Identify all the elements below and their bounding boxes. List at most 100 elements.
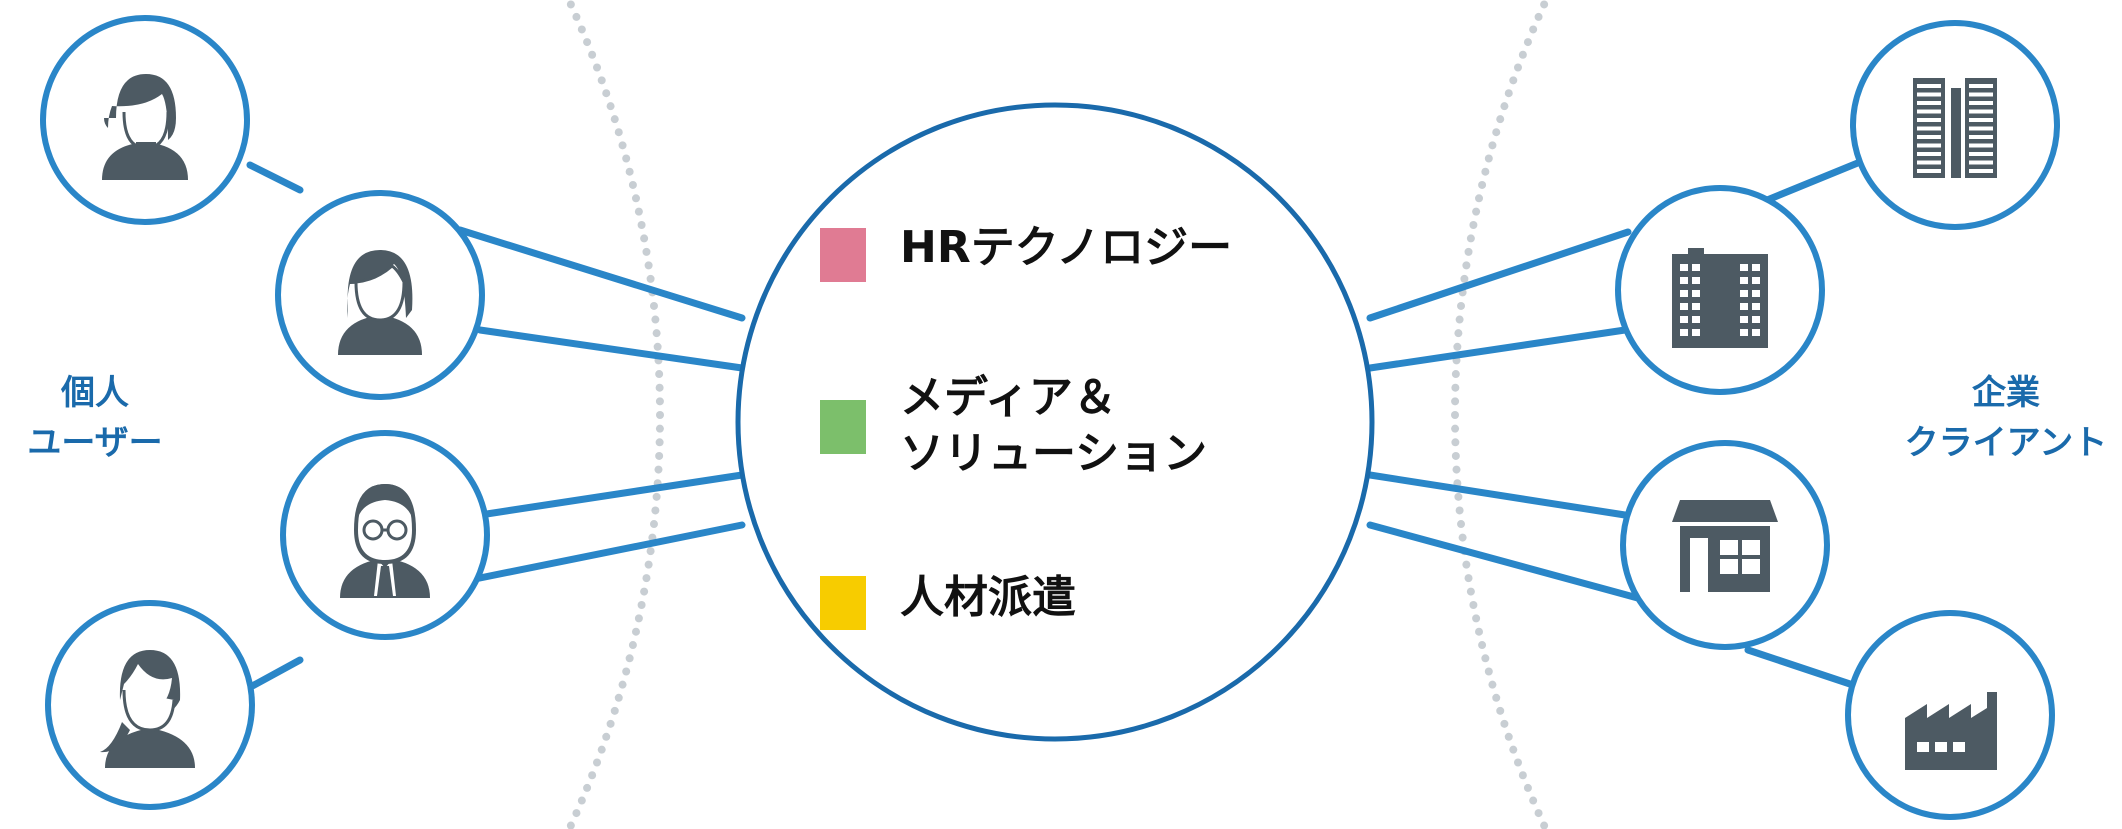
user-node bbox=[280, 430, 490, 640]
arc-dot bbox=[1452, 465, 1461, 474]
arc-dot bbox=[1451, 370, 1460, 379]
arc-dot bbox=[628, 641, 637, 650]
right-dotted-arc bbox=[1451, 0, 1549, 829]
window bbox=[1740, 290, 1748, 297]
arc-dot bbox=[655, 383, 664, 392]
window bbox=[1969, 126, 1993, 131]
window bbox=[1740, 329, 1748, 336]
arc-dot bbox=[1454, 492, 1463, 501]
arc-dot bbox=[1481, 654, 1490, 663]
man-glasses-tie-icon bbox=[340, 483, 430, 598]
connector-line bbox=[466, 521, 746, 584]
window bbox=[1680, 290, 1688, 297]
connector-line bbox=[1366, 471, 1629, 519]
arc-dot bbox=[652, 492, 661, 501]
arc-dot bbox=[1466, 587, 1475, 596]
connector-line bbox=[476, 471, 746, 519]
arc-dot bbox=[610, 115, 619, 124]
window bbox=[1692, 329, 1700, 336]
arc-dot bbox=[1472, 207, 1481, 216]
connector-lines bbox=[241, 156, 1872, 694]
window bbox=[1969, 152, 1993, 156]
window bbox=[1752, 290, 1760, 297]
window bbox=[1740, 316, 1748, 323]
connector-line bbox=[1751, 156, 1869, 209]
arc-dot bbox=[625, 167, 634, 176]
arc-dot bbox=[644, 560, 653, 569]
window bbox=[1680, 277, 1688, 284]
window bbox=[1917, 84, 1941, 88]
arc-dot bbox=[1488, 141, 1497, 150]
arc-dot bbox=[1451, 397, 1460, 406]
window bbox=[1917, 109, 1941, 114]
arc-dot bbox=[649, 520, 658, 529]
arc-dot bbox=[625, 654, 634, 663]
arc-dot bbox=[618, 141, 627, 150]
window bbox=[1692, 290, 1700, 297]
media-solution-label-line2: ソリューション bbox=[900, 428, 1208, 479]
arc-dot bbox=[1492, 693, 1501, 702]
connector-line bbox=[476, 326, 746, 372]
arc-dot bbox=[654, 465, 663, 474]
arc-dot bbox=[588, 50, 597, 59]
arc-dot bbox=[618, 680, 627, 689]
arc-dot bbox=[1469, 221, 1478, 230]
arc-dot bbox=[1488, 680, 1497, 689]
arc-dot bbox=[1469, 600, 1478, 609]
arc-dot bbox=[1451, 451, 1460, 460]
window bbox=[1917, 143, 1941, 148]
connector-line bbox=[241, 656, 304, 694]
window bbox=[1969, 143, 1993, 148]
hr-technology-swatch bbox=[820, 228, 866, 282]
window bbox=[1969, 118, 1993, 122]
connector-line bbox=[1744, 646, 1872, 694]
arc-dot bbox=[1484, 154, 1493, 163]
window bbox=[1680, 316, 1688, 323]
connector-line bbox=[1366, 521, 1649, 604]
arc-dot bbox=[628, 180, 637, 189]
window bbox=[1752, 329, 1760, 336]
arc-dot bbox=[1523, 38, 1532, 47]
window bbox=[1917, 152, 1941, 156]
arc-dot bbox=[593, 63, 602, 72]
arc-dot bbox=[606, 719, 615, 728]
window bbox=[1680, 264, 1688, 271]
arc-dot bbox=[637, 221, 646, 230]
arc-dot bbox=[588, 771, 597, 780]
arc-dot bbox=[1454, 329, 1463, 338]
window bbox=[1917, 101, 1941, 105]
connector-line bbox=[456, 226, 746, 322]
arc-dot bbox=[646, 274, 655, 283]
arc-dot bbox=[1472, 614, 1481, 623]
right-group-label-line2: クライアント bbox=[1904, 423, 2108, 463]
window bbox=[1740, 264, 1748, 271]
arc-dot bbox=[622, 154, 631, 163]
window bbox=[1692, 303, 1700, 310]
left-group-label-line2: ユーザー bbox=[27, 423, 163, 463]
staffing-swatch bbox=[820, 576, 866, 630]
left-group-label-line1: 個人 bbox=[61, 373, 129, 413]
window bbox=[1692, 316, 1700, 323]
window bbox=[1969, 84, 1993, 88]
window bbox=[1752, 264, 1760, 271]
arc-dot bbox=[597, 76, 606, 85]
arc-dot bbox=[1484, 667, 1493, 676]
arc-dot bbox=[1457, 301, 1466, 310]
arc-dot bbox=[1534, 12, 1543, 21]
client-node bbox=[1620, 440, 1830, 650]
arc-dot bbox=[631, 194, 640, 203]
window bbox=[1917, 118, 1941, 122]
arc-dot bbox=[644, 261, 653, 270]
arc-dot bbox=[1534, 809, 1543, 818]
arc-dot bbox=[1458, 533, 1467, 542]
window bbox=[1917, 160, 1941, 165]
arc-dot bbox=[597, 745, 606, 754]
arc-dot bbox=[610, 706, 619, 715]
window bbox=[1740, 277, 1748, 284]
left-dotted-arc bbox=[566, 0, 664, 829]
arc-dot bbox=[1464, 574, 1473, 583]
arc-dot bbox=[646, 547, 655, 556]
arc-dot bbox=[583, 783, 592, 792]
arc-dot bbox=[566, 0, 575, 9]
center-circle bbox=[735, 102, 1375, 742]
